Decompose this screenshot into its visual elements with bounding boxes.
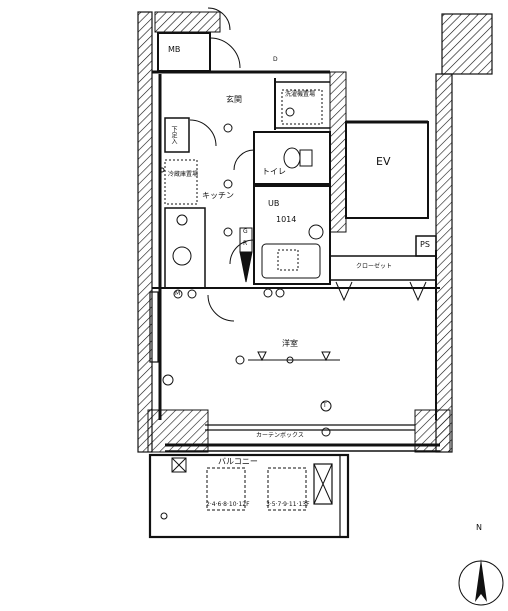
walls xyxy=(148,32,440,539)
ev-label: EV xyxy=(376,155,391,168)
floors-right-label: 3·5·7·9·11·13F xyxy=(266,501,310,508)
ub-size-label: 1014 xyxy=(276,215,297,224)
ps-label: PS xyxy=(420,240,430,249)
symbol-t: T xyxy=(323,402,327,409)
entrance-label: 玄関 xyxy=(226,95,242,104)
north-label: N xyxy=(476,523,482,532)
balcony-label: バルコニー xyxy=(218,457,258,466)
doors xyxy=(189,7,427,322)
floors-left-label: 2·4·6·8·10·12F xyxy=(206,501,250,508)
fixtures xyxy=(159,89,340,520)
closet-label: クローゼット xyxy=(356,263,393,270)
western-room-label: 洋室 xyxy=(282,339,298,348)
curtain-box-label: カーテンボックス xyxy=(256,432,304,439)
structural-walls xyxy=(137,11,493,453)
symbol-d: D xyxy=(273,56,278,63)
symbol-g: G xyxy=(243,228,248,235)
north-arrow xyxy=(458,559,504,606)
symbol-m: M xyxy=(175,290,181,297)
shoe-storage-label: 下足入 xyxy=(170,126,177,144)
fridge-label: 冷蔵庫置場 xyxy=(168,171,199,178)
kitchen-label: キッチン xyxy=(202,191,234,200)
symbol-r: R xyxy=(243,240,248,247)
laundry-label: 洗濯機置場 xyxy=(285,91,316,98)
toilet-label: トイレ xyxy=(262,167,286,176)
mb-label: MB xyxy=(168,45,181,54)
ub-label: UB xyxy=(268,199,280,208)
